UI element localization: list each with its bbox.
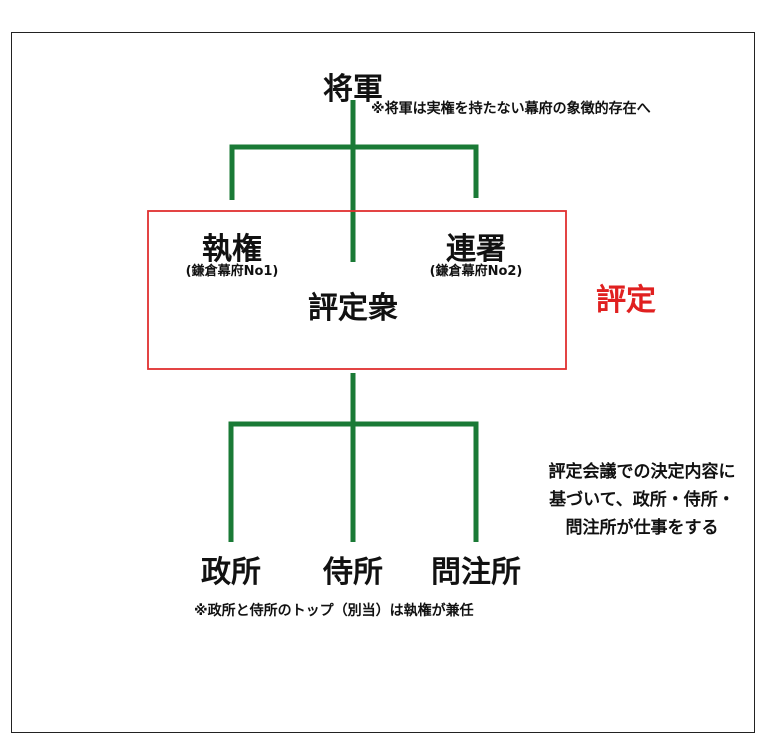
rensho-title: 連署 <box>446 232 506 267</box>
connector-top-branch <box>229 144 479 200</box>
shikken-subtitle: (鎌倉幕府No1) <box>185 264 279 279</box>
samuraidokoro-title: 侍所 <box>323 555 383 590</box>
connector-bottom-branch <box>228 421 479 542</box>
monchujo-title: 問注所 <box>431 555 521 590</box>
side-note-line: 評定会議での決定内容に <box>548 462 736 482</box>
council-box <box>147 210 567 370</box>
council-label: 評定 <box>596 283 656 318</box>
mandokoro-title: 政所 <box>201 555 261 590</box>
side-note-line: 問注所が仕事をする <box>565 518 719 538</box>
shogun-title: 将軍 <box>323 72 383 107</box>
side-note-line: 基づいて、政所・侍所・ <box>549 490 735 510</box>
side-note: 評定会議での決定内容に 基づいて、政所・侍所・ 問注所が仕事をする <box>524 458 760 542</box>
shikken-title: 執権 <box>202 232 262 267</box>
hyojoshu-title: 評定衆 <box>306 283 400 327</box>
shogun-note: ※将軍は実権を持たない幕府の象徴的存在へ <box>371 101 651 117</box>
diagram-frame <box>11 32 755 733</box>
bottom-note: ※政所と侍所のトップ（別当）は執権が兼任 <box>194 603 474 619</box>
rensho-subtitle: (鎌倉幕府No2) <box>429 264 523 279</box>
